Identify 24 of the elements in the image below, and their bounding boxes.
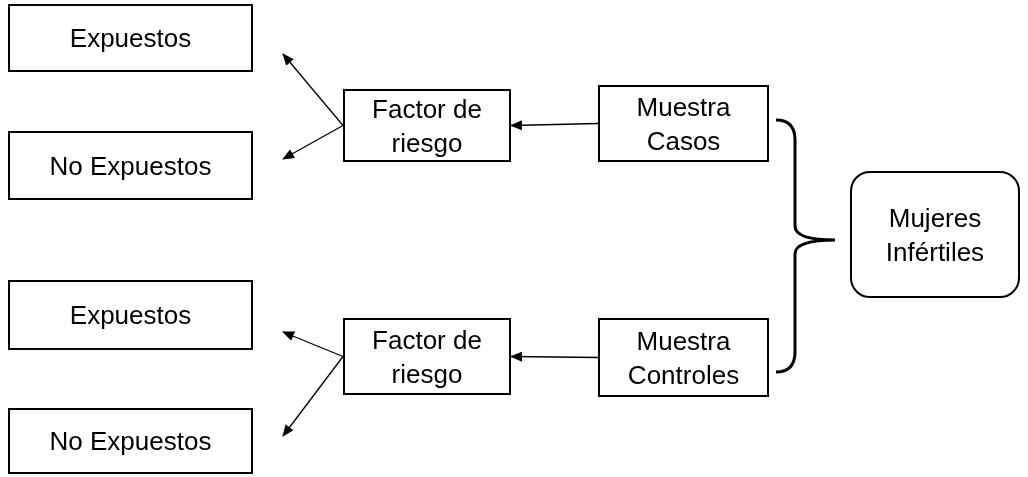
box-label: No Expuestos	[49, 425, 212, 458]
rounded-box	[850, 171, 1020, 298]
box-label: Factor de riesgo	[371, 323, 483, 391]
arrow	[282, 53, 344, 127]
process-box	[343, 318, 511, 395]
arrow	[282, 124, 344, 160]
process-box	[598, 85, 769, 162]
process-box	[598, 318, 769, 397]
process-box	[8, 131, 253, 200]
box-label: Muestra Controles	[626, 324, 741, 392]
arrow	[510, 351, 599, 362]
process-box	[8, 4, 253, 72]
box-label: Muestra Casos	[635, 90, 732, 158]
box-label: No Expuestos	[49, 149, 212, 183]
process-box	[8, 408, 253, 474]
box-label: Expuestos	[69, 299, 192, 332]
box-label: Expuestos	[69, 22, 192, 55]
box-label: Factor de riesgo	[371, 92, 483, 160]
arrow	[282, 355, 344, 437]
process-box	[343, 89, 511, 162]
arrow	[282, 331, 344, 358]
process-box	[8, 280, 253, 350]
box-label: Mujeres Infértiles	[884, 201, 986, 269]
arrow	[510, 120, 599, 131]
